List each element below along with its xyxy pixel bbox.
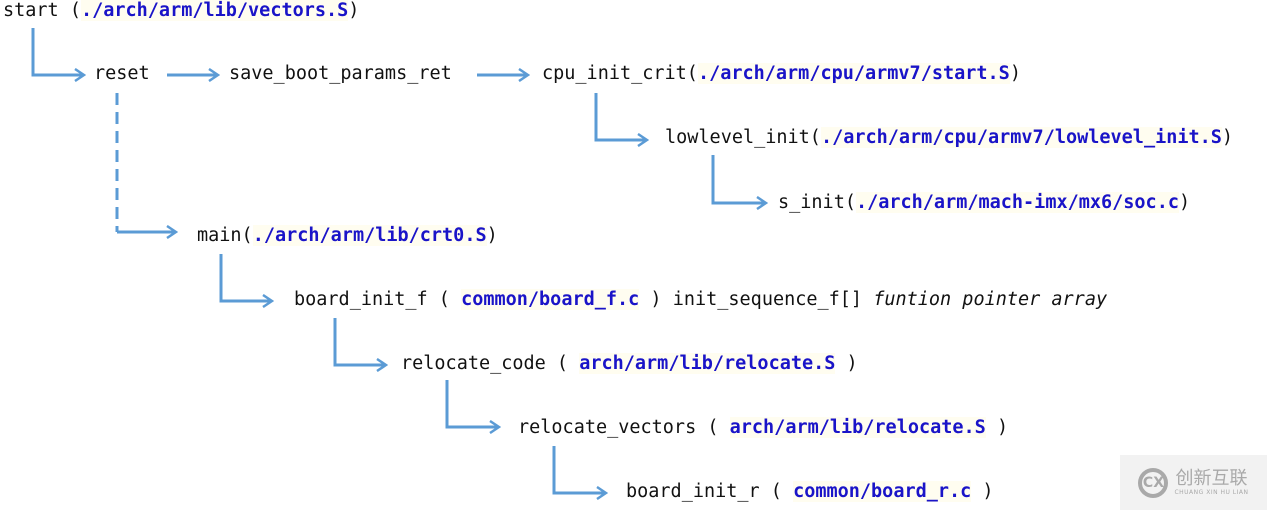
node-cpu-init-crit: cpu_init_crit(./arch/arm/cpu/armv7/start…: [542, 63, 1021, 85]
watermark-logo-icon: CX: [1138, 467, 1169, 498]
func-label: relocate_vectors (: [518, 417, 730, 438]
edge-relocate-code-relocate-vectors: [445, 380, 499, 427]
func-suffix: ): [486, 225, 498, 246]
source-path: ./arch/arm/lib/crt0.S: [252, 225, 487, 246]
func-label: lowlevel_init(: [665, 127, 821, 148]
node-main: main(./arch/arm/lib/crt0.S): [197, 225, 498, 247]
func-suffix: ): [835, 353, 858, 374]
source-path: ./arch/arm/cpu/armv7/start.S: [697, 63, 1010, 84]
edge-lowlevel-init-s-init: [711, 155, 766, 203]
edge-start-reset: [31, 28, 84, 75]
node-board-init-f: board_init_f ( common/board_f.c ) init_s…: [294, 289, 1107, 311]
node-board-init-r: board_init_r ( common/board_r.c ): [626, 481, 994, 503]
edge-main-board-init-f: [219, 254, 272, 301]
node-save-boot-params-ret: save_boot_params_ret: [229, 63, 452, 85]
func-suffix: ): [971, 481, 994, 502]
source-path: common/board_r.c: [793, 481, 972, 502]
func-suffix: ): [1221, 127, 1234, 148]
func-label: board_init_f (: [294, 289, 462, 310]
source-path: ./arch/arm/cpu/armv7/lowlevel_init.S: [820, 127, 1222, 148]
edge-relocate-vectors-board-init-r: [552, 446, 606, 493]
func-label: board_init_r (: [626, 481, 794, 502]
watermark: CX 创新互联 CHUANG XIN HU LIAN: [1120, 455, 1267, 510]
func-label: reset: [94, 63, 150, 84]
node-relocate-vectors: relocate_vectors ( arch/arm/lib/relocate…: [518, 417, 1008, 439]
node-start: start (./arch/arm/lib/vectors.S): [3, 0, 359, 22]
func-suffix: ) init_sequence_f[]: [639, 289, 874, 310]
node-s-init: s_init(./arch/arm/mach-imx/mx6/soc.c): [778, 192, 1190, 214]
watermark-text: 创新互联 CHUANG XIN HU LIAN: [1174, 468, 1249, 497]
source-path: arch/arm/lib/relocate.S: [579, 353, 836, 374]
watermark-en: CHUANG XIN HU LIAN: [1174, 489, 1249, 496]
edge-cpu-init-crit-lowlevel-init: [594, 93, 647, 140]
func-suffix: ): [348, 0, 360, 21]
func-suffix: ): [985, 417, 1009, 438]
source-path: common/board_f.c: [461, 289, 640, 310]
node-relocate-code: relocate_code ( arch/arm/lib/relocate.S …: [401, 353, 858, 375]
func-label: s_init(: [778, 192, 856, 213]
watermark-cn: 创新互联: [1175, 468, 1248, 489]
func-label: save_boot_params_ret: [229, 63, 452, 84]
func-suffix: ): [1009, 63, 1021, 84]
source-path: arch/arm/lib/relocate.S: [729, 417, 986, 438]
func-label: cpu_init_crit(: [542, 63, 698, 84]
func-label: start (: [3, 0, 81, 21]
func-suffix: ): [1178, 192, 1191, 213]
annotation-note: funtion pointer array: [873, 289, 1108, 310]
node-reset: reset: [94, 63, 150, 85]
func-label: main(: [197, 225, 253, 246]
source-path: ./arch/arm/lib/vectors.S: [80, 0, 349, 21]
node-lowlevel-init: lowlevel_init(./arch/arm/cpu/armv7/lowle…: [665, 127, 1233, 149]
source-path: ./arch/arm/mach-imx/mx6/soc.c: [855, 192, 1179, 213]
edge-board-init-f-relocate-code: [333, 318, 386, 365]
func-label: relocate_code (: [401, 353, 580, 374]
